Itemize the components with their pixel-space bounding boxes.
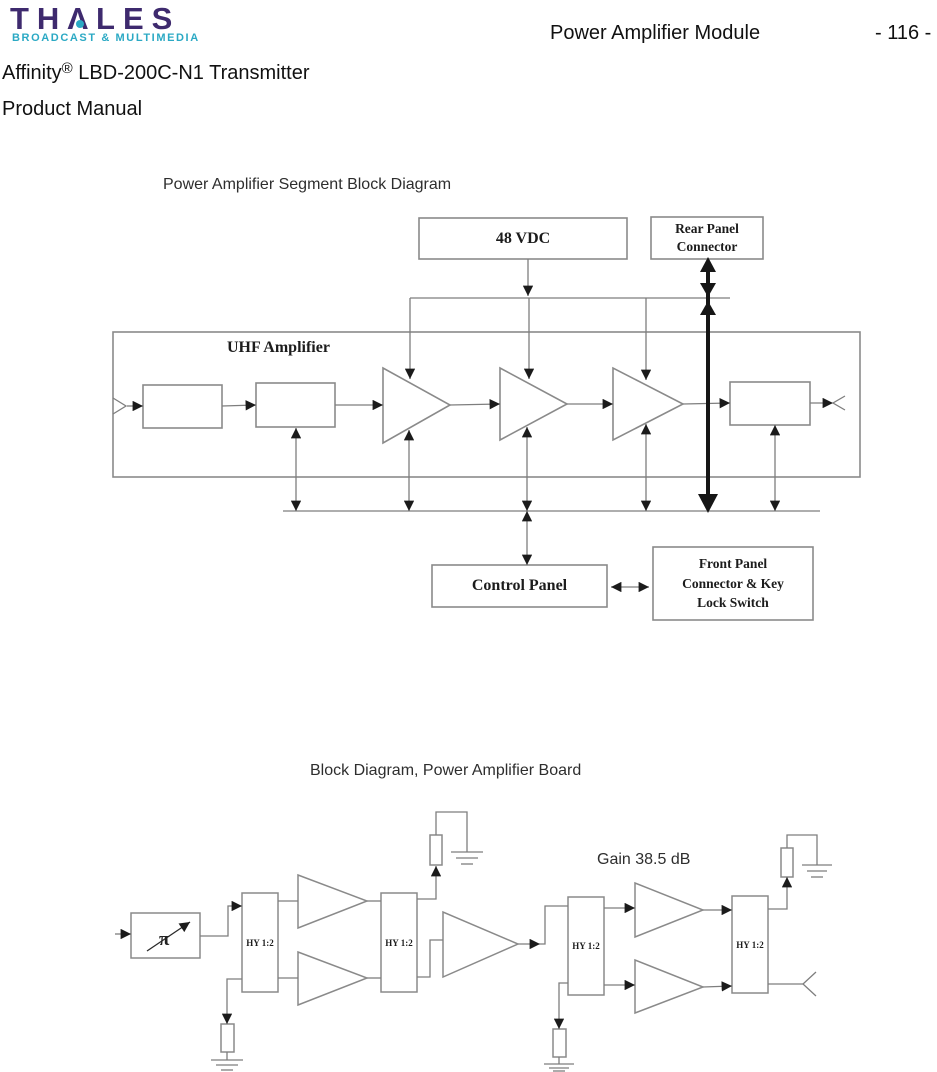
amplifier1-triangle (382, 366, 452, 445)
hybrid-splitter2-block (567, 896, 605, 996)
product-title: Affinity® LBD-200C-N1 Transmitter (2, 60, 310, 84)
diagram1-wires (112, 259, 846, 593)
logo-tagline: BROADCAST & MULTIMEDIA (12, 32, 200, 44)
page-number: - 116 - (875, 22, 932, 44)
hybrid-combiner2-block (731, 895, 769, 994)
rf-input-connector-icon (112, 397, 128, 415)
input-stage-block (142, 384, 223, 429)
board-rf-output-connector-icon (802, 971, 817, 997)
logo-dot-icon (76, 20, 84, 28)
registered-mark: ® (61, 60, 73, 77)
output-stage-block (729, 381, 811, 426)
load-resistor4 (780, 847, 794, 878)
driver-stage-block (255, 382, 336, 428)
load-resistor3 (552, 1028, 567, 1058)
pa-amp-c-triangle (634, 881, 706, 939)
uhf-amplifier-enclosure (112, 331, 861, 478)
hybrid3-label: HY 1:2 (572, 941, 600, 951)
uhf-amplifier-label: UHF Amplifier (227, 339, 330, 356)
hybrid-combiner1-block (380, 892, 418, 993)
control-panel-label: Control Panel (471, 577, 568, 594)
pa-amp-b-triangle (297, 950, 370, 1007)
manual-subtitle: Product Manual (2, 98, 143, 120)
rear-panel-rf-line (698, 257, 718, 513)
power-supply-block (418, 217, 628, 260)
rear-panel-label: Rear Panel Connector (675, 221, 739, 254)
diagram2-wires (115, 811, 832, 1072)
load-resistor1 (429, 834, 443, 866)
front-panel-block (652, 546, 814, 621)
diagram1-title: Power Amplifier Segment Block Diagram (163, 176, 452, 193)
thales-logo: THΛLES BROADCAST & MULTIMEDIA (10, 3, 230, 47)
pa-amp-a-triangle (297, 873, 370, 930)
front-panel-label: Front Panel Connector & Key Lock Switch (682, 556, 784, 611)
diagram2-title: Block Diagram, Power Amplifier Board (310, 762, 582, 779)
rf-output-connector-icon (831, 395, 846, 411)
rear-panel-connector-block (650, 216, 764, 260)
hybrid2-label: HY 1:2 (385, 937, 413, 948)
pa-amp-d-triangle (634, 958, 706, 1015)
load-resistor2 (220, 1023, 235, 1053)
pa-driver-amp-triangle (442, 910, 520, 979)
hybrid1-label: HY 1:2 (246, 937, 274, 948)
running-header-title: Power Amplifier Module (550, 22, 761, 44)
control-panel-block (431, 564, 608, 608)
amplifier2-triangle (499, 366, 569, 442)
power-supply-label: 48 VDC (495, 229, 551, 247)
attenuator-arrow-icon (146, 921, 191, 952)
hybrid-splitter1-block (241, 892, 279, 993)
attenuator-pi-symbol: π (159, 929, 170, 950)
hybrid4-label: HY 1:2 (736, 939, 764, 950)
gain-label: Gain 38.5 dB (597, 851, 691, 868)
amplifier3-triangle (612, 366, 685, 442)
